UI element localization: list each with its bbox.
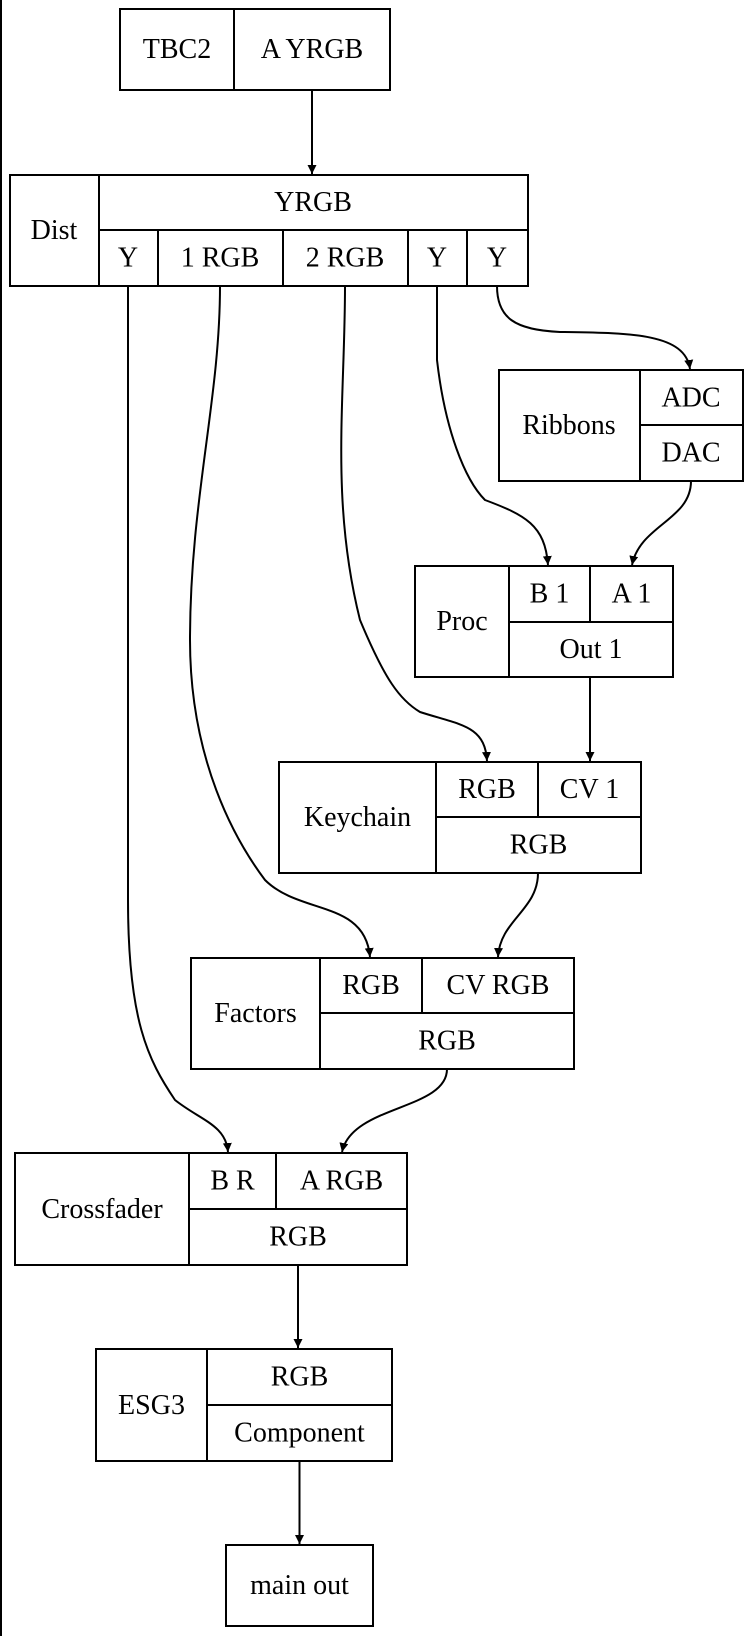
node-factors-label: Factors (214, 998, 296, 1029)
edge-dist-y-to-ribbons (496, 285, 694, 370)
node-esg3-label: ESG3 (118, 1390, 185, 1421)
port-proc-out-1: Out 1 (560, 634, 623, 665)
node-tbc2-label: TBC2 (143, 34, 211, 65)
node-keychain: Keychain RGB CV 1 RGB (278, 761, 642, 874)
port-keychain-cv-1: CV 1 (560, 774, 619, 805)
port-dist-yrgb: YRGB (274, 187, 352, 218)
port-dist-1-rgb: 1 RGB (181, 243, 260, 274)
node-proc: Proc B 1 A 1 Out 1 (414, 565, 674, 678)
port-esg3-component: Component (234, 1418, 365, 1449)
edge-dist-1rgb-to-factors (188, 285, 374, 958)
node-keychain-label: Keychain (304, 802, 411, 833)
node-ribbons-label: Ribbons (522, 410, 615, 441)
port-esg3-rgb: RGB (271, 1362, 329, 1393)
port-dist-y-2: Y (427, 243, 447, 274)
node-crossfader-label: Crossfader (41, 1194, 163, 1225)
edge-keychain-to-factors (494, 872, 539, 958)
port-dist-y-1: Y (118, 243, 138, 274)
port-keychain-rgb-out: RGB (510, 830, 568, 861)
node-esg3: ESG3 RGB Component (95, 1348, 393, 1462)
node-tbc2: TBC2 A YRGB (119, 8, 391, 91)
node-dist: Dist YRGB Y 1 RGB 2 RGB Y Y (9, 174, 529, 287)
node-ribbons: Ribbons ADC DAC (498, 369, 744, 482)
port-factors-rgb-in: RGB (342, 970, 400, 1001)
node-main-out: main out (225, 1544, 374, 1627)
port-keychain-rgb-in: RGB (458, 774, 516, 805)
node-main-out-label: main out (250, 1570, 349, 1601)
edge-dist-y-to-proc (436, 286, 552, 566)
node-dist-label: Dist (31, 215, 78, 246)
port-ribbons-adc: ADC (661, 383, 720, 414)
edge-dist-2rgb-to-keychain (340, 285, 491, 762)
port-proc-a-1: A 1 (612, 579, 652, 610)
port-factors-cv-rgb: CV RGB (447, 970, 550, 1001)
port-dist-y-3: Y (487, 243, 507, 274)
port-ribbons-dac: DAC (661, 438, 720, 469)
edge-ribbons-to-proc (629, 480, 692, 566)
edge-factors-to-crossfader (339, 1068, 448, 1153)
port-crossfader-a-rgb: A RGB (300, 1166, 383, 1197)
node-crossfader: Crossfader B R A RGB RGB (14, 1152, 408, 1266)
port-proc-b-1: B 1 (530, 579, 570, 610)
node-proc-label: Proc (436, 606, 487, 637)
port-crossfader-rgb-out: RGB (269, 1222, 327, 1253)
edge-dist-y-to-crossfader (127, 286, 232, 1153)
port-dist-2-rgb: 2 RGB (306, 243, 385, 274)
port-tbc2-a-yrgb: A YRGB (261, 34, 363, 65)
port-crossfader-b-r: B R (210, 1166, 255, 1197)
port-factors-rgb-out: RGB (418, 1026, 476, 1057)
node-factors: Factors RGB CV RGB RGB (190, 957, 575, 1070)
